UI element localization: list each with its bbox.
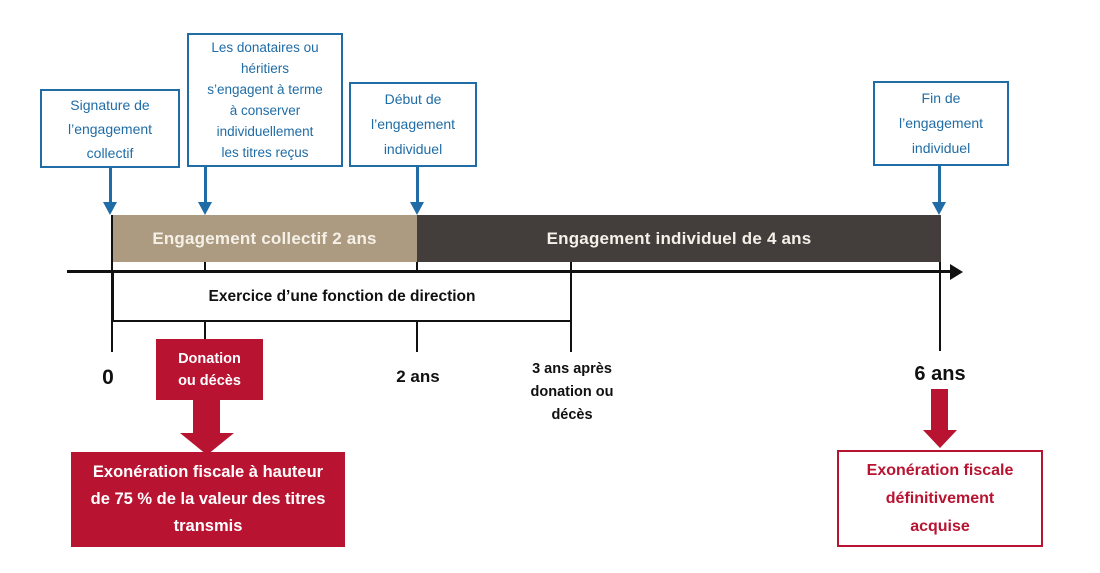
arrow-head: [180, 433, 234, 455]
direction-function-box: Exercice d’une fonction de direction: [112, 271, 572, 322]
annotation-box-signature-engagement-collectif: Signature de l’engagement collectif: [40, 89, 180, 168]
annotation-box-donataires-heritiers: Les donataires ou héritiers s’engagent à…: [187, 33, 343, 167]
bar-label: Engagement collectif 2 ans: [152, 228, 377, 248]
tick-label-3-ans-apres: 3 ans après donation ou décès: [530, 361, 614, 423]
arrow-head: [923, 430, 957, 448]
exoneration-75-box: Exonération fiscale à hauteur de 75 % de…: [71, 452, 345, 547]
annotation-box-debut-engagement-individuel: Début de l’engagement individuel: [349, 82, 477, 167]
exoneration-definitive-label: Exonération fiscale définitivement acqui…: [866, 461, 1014, 535]
connector-line: [204, 167, 207, 203]
tick-3-ans: [570, 262, 572, 352]
donation-event-box: Donation ou décès: [156, 339, 263, 400]
arrow-shaft: [193, 399, 220, 433]
annotation-text: Les donataires ou héritiers s’engagent à…: [207, 40, 323, 160]
annotation-box-fin-engagement-individuel: Fin de l’engagement individuel: [873, 81, 1009, 166]
exoneration-definitive-box: Exonération fiscale définitivement acqui…: [837, 450, 1043, 547]
tick-donation-lower: [204, 322, 206, 341]
tick-6-ans: [939, 262, 941, 351]
exoneration-75-label: Exonération fiscale à hauteur de 75 % de…: [90, 463, 326, 535]
tick-label-2-ans: 2 ans: [396, 367, 440, 386]
down-arrow-icon: [198, 202, 212, 215]
axis-right-arrow-icon: [950, 264, 963, 280]
down-arrow-icon: [103, 202, 117, 215]
tick-label-6-ans: 6 ans: [914, 363, 966, 385]
connector-line: [938, 166, 941, 203]
bar-engagement-individuel: Engagement individuel de 4 ans: [417, 215, 941, 262]
bar-engagement-collectif: Engagement collectif 2 ans: [112, 215, 417, 262]
tick-label-0: 0: [102, 366, 114, 389]
annotation-text: Signature de l’engagement collectif: [67, 96, 153, 161]
direction-function-label: Exercice d’une fonction de direction: [208, 287, 476, 305]
tick-0: [111, 215, 113, 352]
tick-2-ans-lower: [416, 322, 418, 352]
donation-event-label: Donation ou décès: [178, 350, 241, 389]
down-arrow-icon: [410, 202, 424, 215]
annotation-text: Fin de l’engagement individuel: [898, 90, 984, 156]
arrow-shaft: [931, 389, 948, 430]
tick-2-ans-upper: [416, 262, 418, 271]
bar-label: Engagement individuel de 4 ans: [546, 228, 812, 248]
connector-line: [416, 167, 419, 203]
down-arrow-icon: [932, 202, 946, 215]
connector-line: [109, 168, 112, 203]
annotation-text: Début de l’engagement individuel: [370, 91, 456, 157]
tick-donation-upper: [204, 262, 206, 271]
